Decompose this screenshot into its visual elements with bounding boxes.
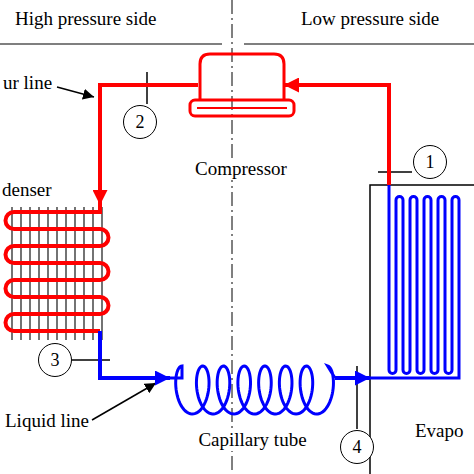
component-label: Compressor — [195, 158, 287, 180]
condenser-fin — [74, 207, 75, 340]
callout-number: 1 — [426, 151, 435, 173]
condenser-fin — [101, 207, 102, 340]
condenser-fin — [92, 207, 93, 340]
evaporator: Evapo — [370, 185, 474, 474]
condenser-fin — [29, 207, 30, 340]
component-label: denser — [2, 179, 52, 201]
state-point-tick — [356, 366, 358, 429]
compressor: Compressor — [198, 48, 284, 120]
condenser-fin — [47, 207, 48, 340]
component-label: Evapo — [415, 420, 464, 442]
pipe-label: Liquid line — [4, 410, 90, 432]
suction-line — [284, 85, 389, 185]
callout-number: 4 — [340, 430, 374, 464]
evaporator-coil — [389, 185, 459, 374]
pipe-label: ur line — [2, 72, 53, 94]
condenser: denser — [6, 205, 108, 340]
condenser-fin — [20, 207, 21, 340]
callout-number: 2 — [136, 111, 145, 133]
state-point-tick — [146, 72, 148, 104]
evaporator-housing — [370, 185, 474, 474]
state-point-tick — [72, 359, 110, 361]
region-label: High pressure side — [14, 8, 157, 30]
evaporator-manifold — [370, 370, 459, 378]
leader-arrow — [57, 87, 94, 97]
liquid-line — [335, 376, 370, 380]
capillary-coil — [170, 366, 335, 414]
condenser-fin — [56, 207, 57, 340]
capillary-tube: Capillary tube — [170, 355, 335, 425]
callout-number: 4 — [353, 436, 362, 458]
condenser-fins — [12, 207, 102, 340]
callout-number: 2 — [123, 105, 157, 139]
condenser-fin — [65, 207, 66, 340]
condenser-fin — [38, 207, 39, 340]
vapour-line — [100, 85, 198, 205]
compressor-base — [190, 100, 294, 116]
state-point-tick — [378, 171, 412, 173]
condenser-outlet — [98, 331, 102, 340]
header-rule — [0, 43, 222, 44]
center-line — [232, 0, 233, 474]
condenser-coil — [6, 205, 109, 331]
callout-number: 1 — [413, 145, 447, 179]
region-label: Low pressure side — [300, 8, 440, 30]
compressor-dome — [200, 54, 284, 100]
callout-number: 3 — [38, 343, 72, 377]
compressor-base-line — [197, 107, 287, 109]
condenser-fin — [83, 207, 84, 340]
component-label: Capillary tube — [198, 429, 306, 451]
liquid-line — [100, 340, 170, 378]
leader-arrow — [92, 383, 156, 420]
callout-number: 3 — [51, 349, 60, 371]
header-rule — [244, 43, 474, 44]
